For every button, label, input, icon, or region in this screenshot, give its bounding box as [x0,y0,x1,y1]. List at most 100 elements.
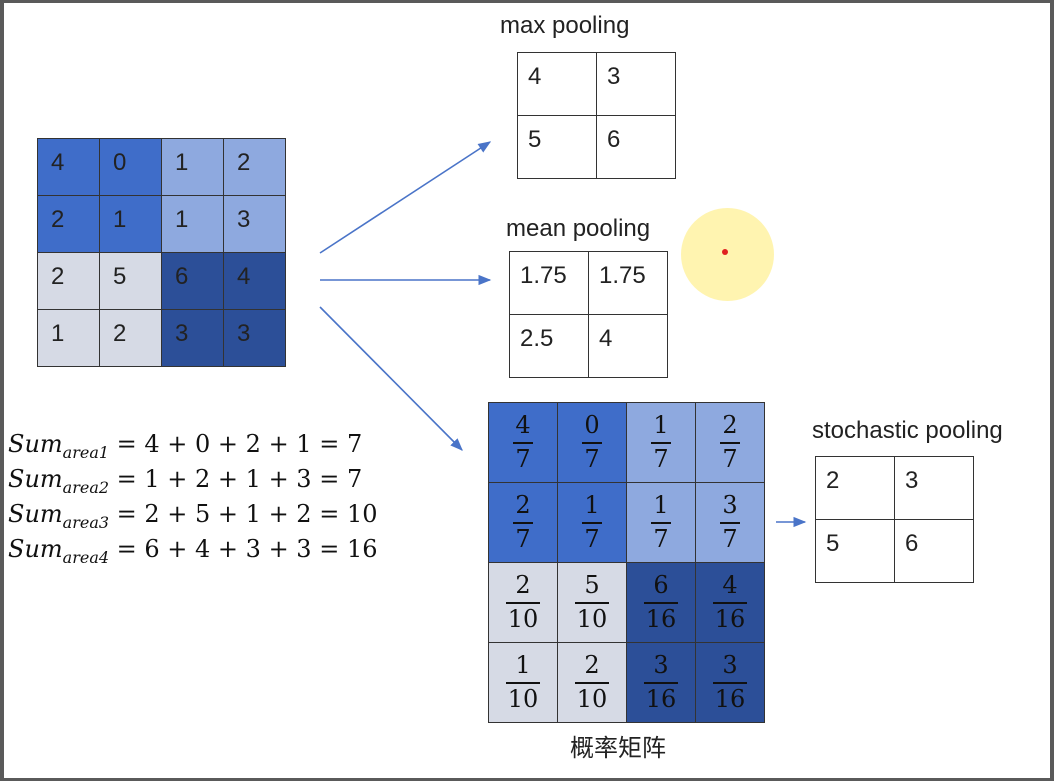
max-pooling-cell: 4 [517,52,597,116]
fraction-numerator: 1 [653,411,669,440]
sum-formula-area2: Sumarea2 = 1 + 2 + 1 + 3 = 7 [8,465,377,500]
fraction-numerator: 1 [653,491,669,520]
fraction-numerator: 3 [722,491,738,520]
fraction-numerator: 0 [584,411,600,440]
fraction-denominator: 10 [507,604,539,633]
fraction-denominator: 10 [576,604,608,633]
fraction-denominator: 10 [507,684,539,713]
fraction-denominator: 7 [515,444,531,473]
fraction-bar [505,601,541,604]
mean-pooling-title: mean pooling [506,215,651,242]
fraction-denominator: 16 [714,604,746,633]
input-cell: 4 [223,252,286,310]
fraction-bar [505,681,541,684]
input-cell: 1 [99,195,162,253]
fraction-bar [712,601,748,604]
fraction-denominator: 7 [653,444,669,473]
fraction-bar [513,441,533,444]
stochastic-pooling-title: stochastic pooling [812,417,1003,444]
fraction-numerator: 4 [515,411,531,440]
input-cell: 1 [161,138,224,196]
fraction-denominator: 10 [576,684,608,713]
input-cell: 4 [37,138,100,196]
max-pooling-cell: 3 [596,52,676,116]
fraction-numerator: 1 [515,651,531,680]
fraction-bar [720,521,740,524]
sum-subscript: area4 [62,547,110,567]
sum-expression: = 4 + 0 + 2 + 1 = 7 [109,430,363,458]
max-pooling-grid: 4 3 5 6 [517,52,676,179]
area-sum-formulas: Sumarea1 = 4 + 0 + 2 + 1 = 7 Sumarea2 = … [8,430,377,570]
fraction-bar [513,521,533,524]
input-cell: 3 [223,195,286,253]
stochastic-pooling-cell: 2 [815,456,895,520]
fraction-bar [720,441,740,444]
input-cell: 2 [37,252,100,310]
fraction-numerator: 6 [653,571,669,600]
sum-expression: = 6 + 4 + 3 + 3 = 16 [109,535,378,563]
stochastic-pooling-cell: 5 [815,519,895,583]
fraction-denominator: 7 [515,524,531,553]
fraction-numerator: 5 [584,571,600,600]
fraction-bar [643,601,679,604]
fraction-denominator: 16 [645,604,677,633]
sum-formula-area3: Sumarea3 = 2 + 5 + 1 + 2 = 10 [8,500,377,535]
fraction-bar [651,441,671,444]
input-feature-map: 4 0 1 2 2 1 1 3 2 5 6 4 1 2 3 3 [37,138,286,367]
fraction-numerator: 4 [722,571,738,600]
arrow-to-probability-matrix [319,306,463,451]
mean-pooling-cell: 1.75 [588,251,668,315]
fraction-numerator: 3 [653,651,669,680]
fraction-denominator: 7 [584,524,600,553]
fraction-numerator: 2 [584,651,600,680]
fraction-denominator: 16 [645,684,677,713]
fraction-denominator: 16 [714,684,746,713]
fraction-denominator: 7 [722,444,738,473]
fraction-numerator: 2 [515,491,531,520]
sum-subscript: area2 [62,477,110,497]
input-cell: 2 [223,138,286,196]
fraction-bar [582,441,602,444]
mean-pooling-grid: 1.75 1.75 2.5 4 [509,251,668,378]
fraction-bar [574,681,610,684]
input-cell: 5 [99,252,162,310]
sum-symbol: Sum [8,430,63,458]
fraction-denominator: 7 [653,524,669,553]
fraction-bar [712,681,748,684]
sum-subscript: area1 [62,442,110,462]
probability-matrix-title: 概率矩阵 [570,735,666,762]
fraction-bar [582,521,602,524]
stochastic-pooling-cell: 6 [894,519,974,583]
mean-pooling-cell: 2.5 [509,314,589,378]
fraction-bar [574,601,610,604]
fraction-numerator: 2 [722,411,738,440]
cursor-highlight [681,208,774,301]
input-cell: 2 [99,309,162,367]
fraction-denominator: 7 [722,524,738,553]
input-cell: 3 [223,309,286,367]
fraction-bar [651,521,671,524]
fraction-numerator: 3 [722,651,738,680]
sum-symbol: Sum [8,465,63,493]
input-cell: 6 [161,252,224,310]
